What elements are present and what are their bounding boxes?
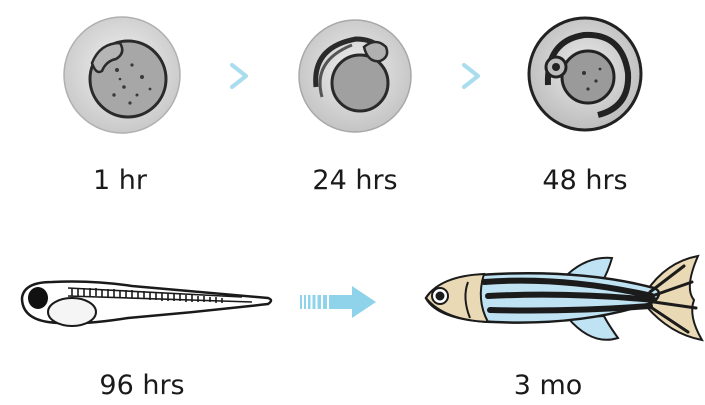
stage-label-3mo: 3 mo — [514, 372, 583, 399]
larva-96hrs-image — [12, 268, 274, 336]
chevron-right-icon — [460, 62, 484, 90]
zebrafish-3mo-image — [418, 252, 702, 348]
embryo-24hrs-image — [296, 17, 414, 135]
arrow-right-icon — [298, 282, 378, 322]
stage-label-1hr: 1 hr — [93, 167, 147, 194]
embryo-1hr-image — [62, 15, 182, 135]
chevron-right-icon — [228, 62, 252, 90]
embryo-48hrs-image — [526, 15, 644, 133]
stage-label-24hrs: 24 hrs — [312, 167, 397, 194]
stage-label-96hrs: 96 hrs — [99, 372, 184, 399]
stage-label-48hrs: 48 hrs — [542, 167, 627, 194]
